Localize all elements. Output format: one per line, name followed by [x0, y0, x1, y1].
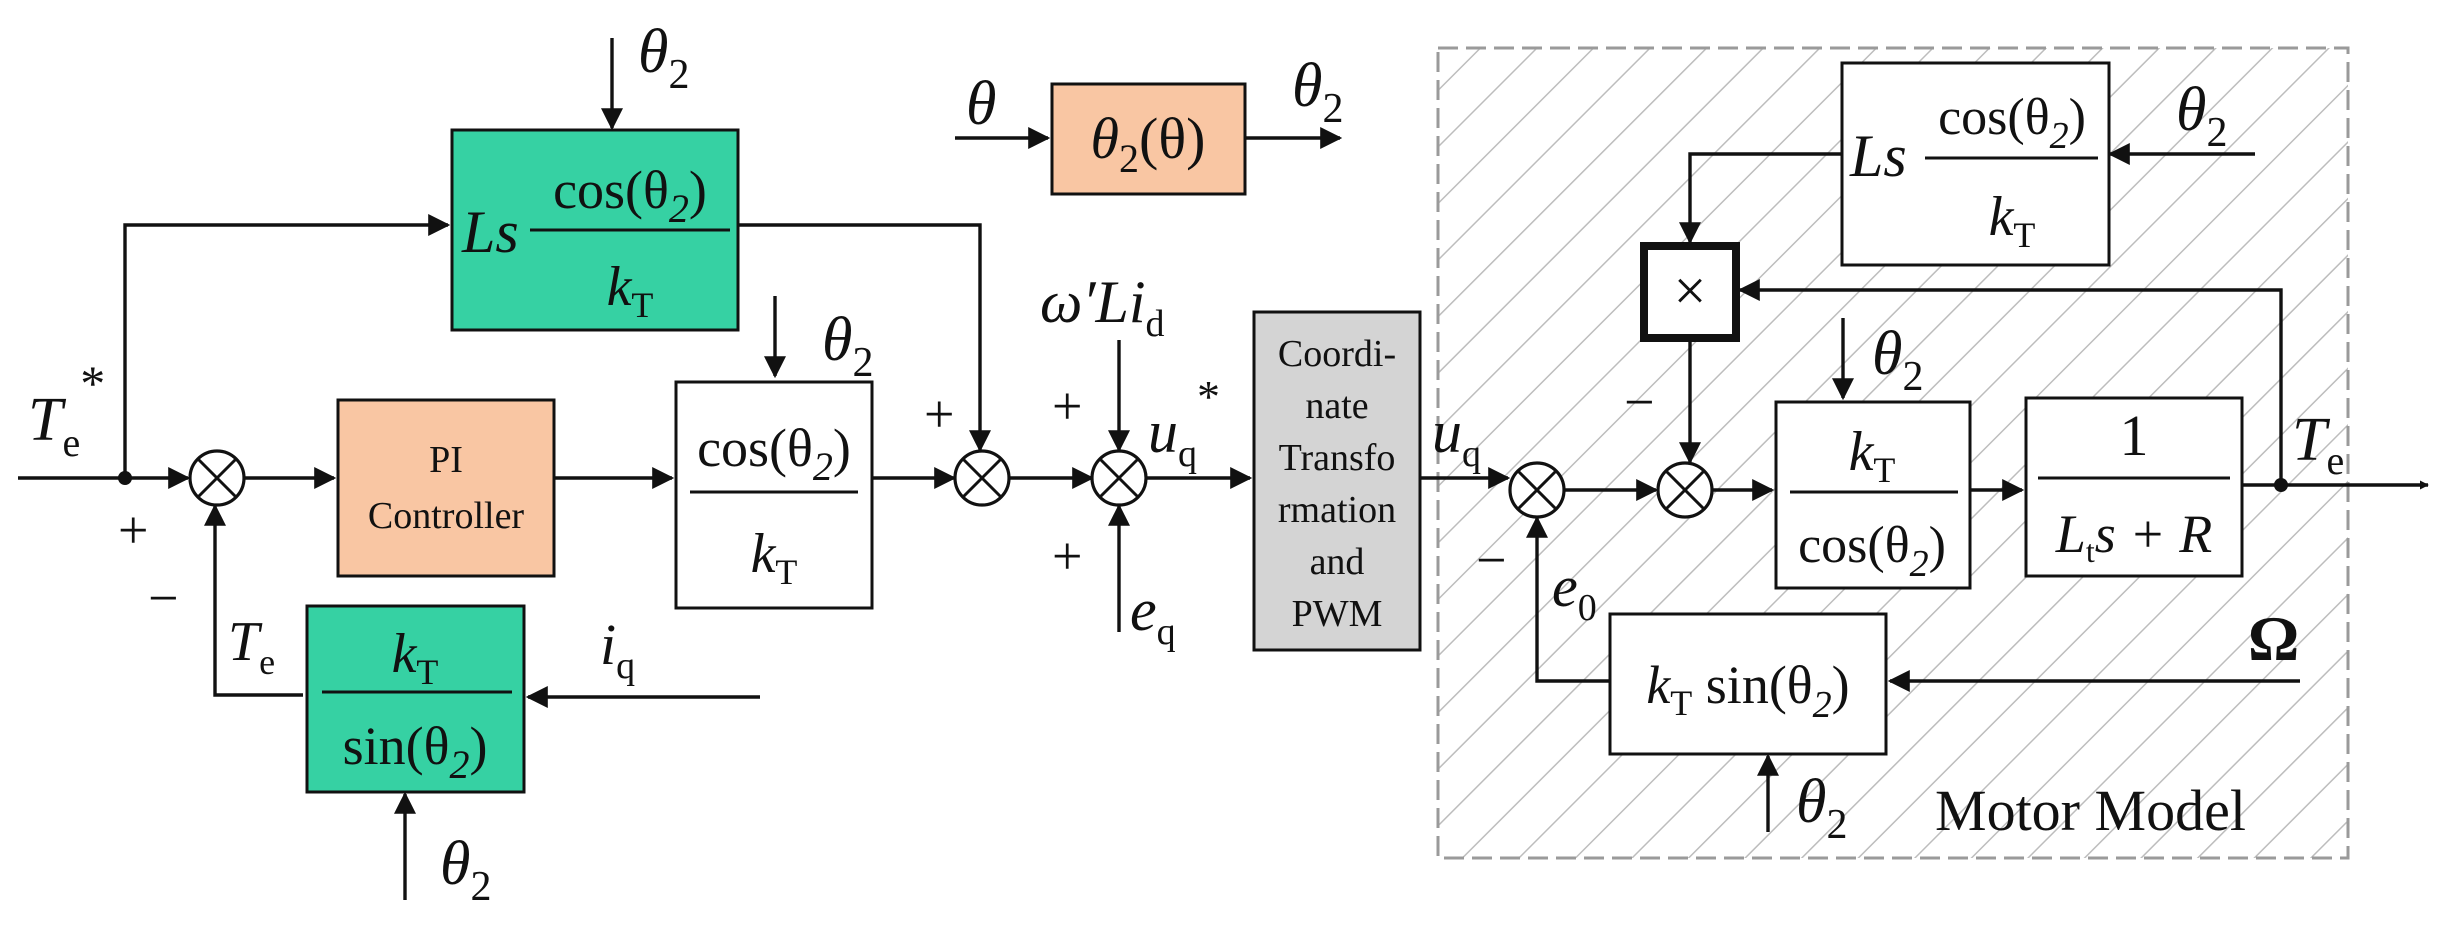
- multiplier-block: ×: [1640, 242, 1740, 342]
- svg-text:and: and: [1310, 541, 1365, 583]
- label-te-feedback: Te: [228, 611, 275, 682]
- label-theta2-cos: θ2: [822, 306, 873, 386]
- label-minus-sum1: −: [148, 568, 178, 628]
- svg-text:cos(θ2): cos(θ2): [1798, 517, 1946, 585]
- label-te-output: Te: [2292, 406, 2344, 483]
- wires-motor: [118, 143, 2429, 832]
- svg-text:Transfo: Transfo: [1279, 437, 1396, 479]
- cos-over-kt-block: cos(θ2) kT: [674, 380, 874, 610]
- kt-sin-block: kT sin(θ2): [1608, 612, 1888, 756]
- sum-junction-3: [1090, 449, 1148, 507]
- label-plus-sum1: +: [118, 500, 148, 560]
- svg-text:kT: kT: [751, 523, 798, 592]
- plant-block: 1 Lts + R: [2024, 396, 2244, 578]
- kt-over-sin-block: kT sin(θ2): [305, 604, 526, 794]
- svg-text:kT: kT: [1849, 421, 1896, 490]
- label-theta2-out: θ2: [1292, 52, 1343, 132]
- feedforward-block: Ls cos(θ2) kT: [450, 128, 740, 332]
- svg-text:cos(θ2): cos(θ2): [697, 418, 851, 489]
- svg-text:PI: PI: [429, 439, 463, 481]
- coordinate-transform-pwm-block: Coordi- nate Transfo rmation and PWM: [1252, 310, 1422, 652]
- svg-text:Ls: Ls: [461, 199, 519, 265]
- svg-text:kT: kT: [392, 623, 439, 692]
- label-theta2-motor-ls: θ2: [2176, 76, 2227, 156]
- sum-junction-5: [1656, 461, 1714, 519]
- label-omega: Ω: [2248, 603, 2299, 674]
- label-theta2-ktsin: θ2: [440, 830, 491, 910]
- label-eq: eq: [1130, 577, 1176, 653]
- svg-text:sin(θ2): sin(θ2): [343, 716, 488, 787]
- label-minus-sum4: −: [1476, 530, 1506, 590]
- svg-text:Coordi-: Coordi-: [1278, 333, 1396, 375]
- sum-junction-1: [188, 449, 246, 507]
- label-uq-star: uq*: [1148, 371, 1220, 475]
- theta-map-block: θ2(θ): [1050, 82, 1247, 196]
- svg-text:Lts + R: Lts + R: [2055, 504, 2212, 569]
- label-minus-sum5: −: [1624, 372, 1654, 432]
- svg-text:×: ×: [1674, 258, 1707, 323]
- svg-text:kT sin(θ2): kT sin(θ2): [1646, 655, 1849, 726]
- svg-text:kT: kT: [1989, 186, 2036, 255]
- label-uq: uq: [1432, 399, 1481, 475]
- label-te-star: Te*: [28, 355, 105, 465]
- svg-text:θ2(θ): θ2(θ): [1091, 106, 1206, 181]
- label-omega-li: ω′Lid: [1040, 269, 1165, 345]
- svg-text:kT: kT: [607, 256, 654, 325]
- label-plus-sum3-top: +: [1052, 376, 1082, 436]
- label-plus-sum3-bottom: +: [1052, 526, 1082, 586]
- svg-text:1: 1: [2120, 403, 2149, 468]
- label-theta2-ktcos: θ2: [1872, 320, 1923, 400]
- motor-ls-block: Ls cos(θ2) kT: [1840, 61, 2111, 267]
- svg-text:PWM: PWM: [1292, 593, 1383, 635]
- label-theta-in: θ: [966, 70, 996, 138]
- sum-junction-4: [1508, 461, 1566, 519]
- svg-text:rmation: rmation: [1278, 489, 1396, 531]
- kt-over-cos-block: kT cos(θ2): [1774, 400, 1972, 590]
- motor-model-label: Motor Model: [1935, 778, 2246, 843]
- sum-junction-2: [953, 449, 1011, 507]
- label-theta2-ktsin-motor: θ2: [1796, 768, 1847, 848]
- svg-text:cos(θ2): cos(θ2): [1938, 89, 2086, 157]
- svg-text:Ls: Ls: [1849, 123, 1907, 189]
- label-iq: iq: [600, 612, 635, 687]
- wires-left: [18, 38, 1511, 900]
- pi-controller-block: PI Controller: [336, 398, 556, 578]
- label-plus-sum2: +: [924, 384, 954, 444]
- label-e0: e0: [1552, 554, 1597, 629]
- svg-text:cos(θ2): cos(θ2): [553, 160, 707, 231]
- label-theta2-ff: θ2: [638, 18, 689, 98]
- svg-text:nate: nate: [1305, 385, 1368, 427]
- svg-text:Controller: Controller: [368, 495, 525, 537]
